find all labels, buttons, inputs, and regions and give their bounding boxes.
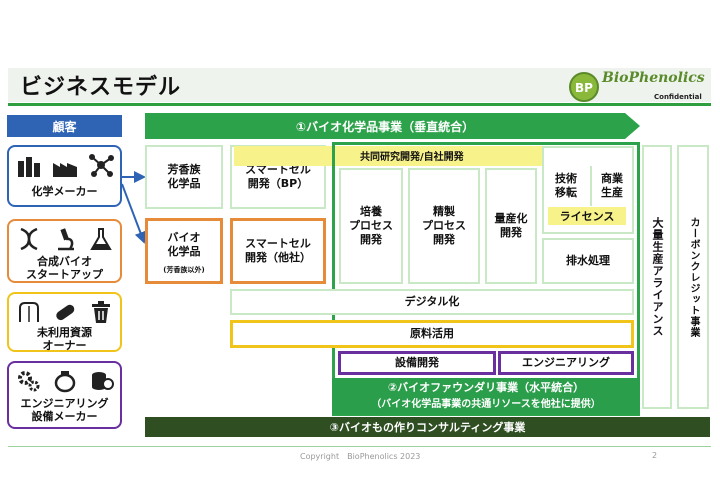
vertical-integration-arrow bbox=[145, 113, 640, 139]
factory-icon bbox=[17, 157, 40, 177]
logo-text: BioPhenolics bbox=[602, 70, 705, 86]
vertical-integration-label: ①バイオ化学品事業（垂直統合） bbox=[295, 119, 475, 134]
carbon-credit-label: カーボンクレジット事業 bbox=[688, 216, 699, 338]
page-number: 2 bbox=[652, 451, 658, 460]
mass-production-alliance-box: 大量生産アライアンス bbox=[642, 145, 672, 409]
customer-engineering-maker: エンジニアリング 設備メーカー bbox=[7, 361, 122, 429]
bio-chemicals-note: (芳香族以外) bbox=[163, 266, 205, 274]
aromatic-chemicals-box: 芳香族 化学品 bbox=[145, 145, 223, 209]
mass-production-alliance-label: 大量生産アライアンス bbox=[651, 217, 664, 337]
wastewater-box: 排水処理 bbox=[542, 238, 634, 284]
feedstock-bar: 原料活用 bbox=[230, 320, 634, 348]
customer-header: 顧客 bbox=[7, 115, 122, 137]
company-logo: BP bbox=[569, 72, 599, 102]
customer-arrows bbox=[122, 171, 147, 244]
customer-resource-owner: 未利用資源 オーナー bbox=[7, 292, 122, 352]
molecule-icon bbox=[88, 154, 114, 177]
engineering-box: エンジニアリング bbox=[498, 351, 634, 375]
customer-synbio-startup: 合成バイオ スタートアップ bbox=[7, 219, 122, 283]
bio-chemicals-label: バイオ 化学品 bbox=[167, 231, 201, 258]
license-label: ライセンス bbox=[548, 207, 626, 225]
bio-chemicals-box: バイオ 化学品 (芳香族以外) bbox=[145, 218, 223, 284]
logo-mark: BP bbox=[575, 81, 593, 95]
culture-process-box: 培養 プロセス 開発 bbox=[339, 168, 403, 284]
page-title: ビジネスモデル bbox=[20, 75, 182, 100]
customer-label: エンジニアリング 設備メーカー bbox=[20, 397, 109, 423]
microscope-icon bbox=[57, 228, 74, 251]
bottle-icon bbox=[54, 371, 75, 393]
copyright-text: Copyright BioPhenolics 2023 bbox=[300, 452, 421, 461]
dna-icon bbox=[19, 227, 38, 251]
customer-label: 未利用資源 オーナー bbox=[37, 326, 92, 352]
flask-icon bbox=[89, 228, 112, 250]
cotton-icon bbox=[18, 302, 39, 322]
purification-process-box: 精製 プロセス 開発 bbox=[408, 168, 480, 284]
arrow-to-bio-chemical bbox=[122, 183, 147, 244]
consulting-bar: ③バイオもの作りコンサルティング事業 bbox=[145, 417, 710, 437]
trash-icon bbox=[91, 301, 110, 323]
smartcell-other-box: スマートセル 開発（他社） bbox=[230, 218, 326, 284]
customer-chemical-maker: 化学メーカー bbox=[7, 145, 122, 207]
foundry-frame bbox=[332, 142, 640, 416]
coins-icon bbox=[91, 372, 114, 390]
confidential-label: Confidential bbox=[654, 93, 702, 101]
commercial-production-label: 商業 生産 bbox=[590, 166, 632, 206]
footer-divider bbox=[8, 446, 711, 447]
gears-icon bbox=[17, 371, 39, 392]
equipment-dev-box: 設備開発 bbox=[338, 351, 496, 375]
foundry-subtitle: （バイオ化学品事業の共通リソースを他社に提供） bbox=[371, 399, 601, 410]
header-divider bbox=[8, 103, 711, 106]
pill-icon bbox=[55, 304, 74, 321]
joint-rd-label: 共同研究開発/自社開発 bbox=[360, 152, 464, 163]
scaleup-box: 量産化 開発 bbox=[485, 168, 537, 284]
carbon-credit-box: カーボンクレジット事業 bbox=[677, 145, 709, 409]
customer-label: 合成バイオ スタートアップ bbox=[26, 255, 103, 281]
industry-icon bbox=[52, 163, 77, 177]
tech-transfer-label: 技術 移転 bbox=[555, 172, 577, 199]
customer-label: 化学メーカー bbox=[31, 185, 98, 198]
foundry-title: ②バイオファウンダリ事業（水平統合） bbox=[387, 381, 585, 394]
foundry-banner bbox=[332, 378, 640, 414]
digitalization-bar: デジタル化 bbox=[230, 289, 634, 315]
